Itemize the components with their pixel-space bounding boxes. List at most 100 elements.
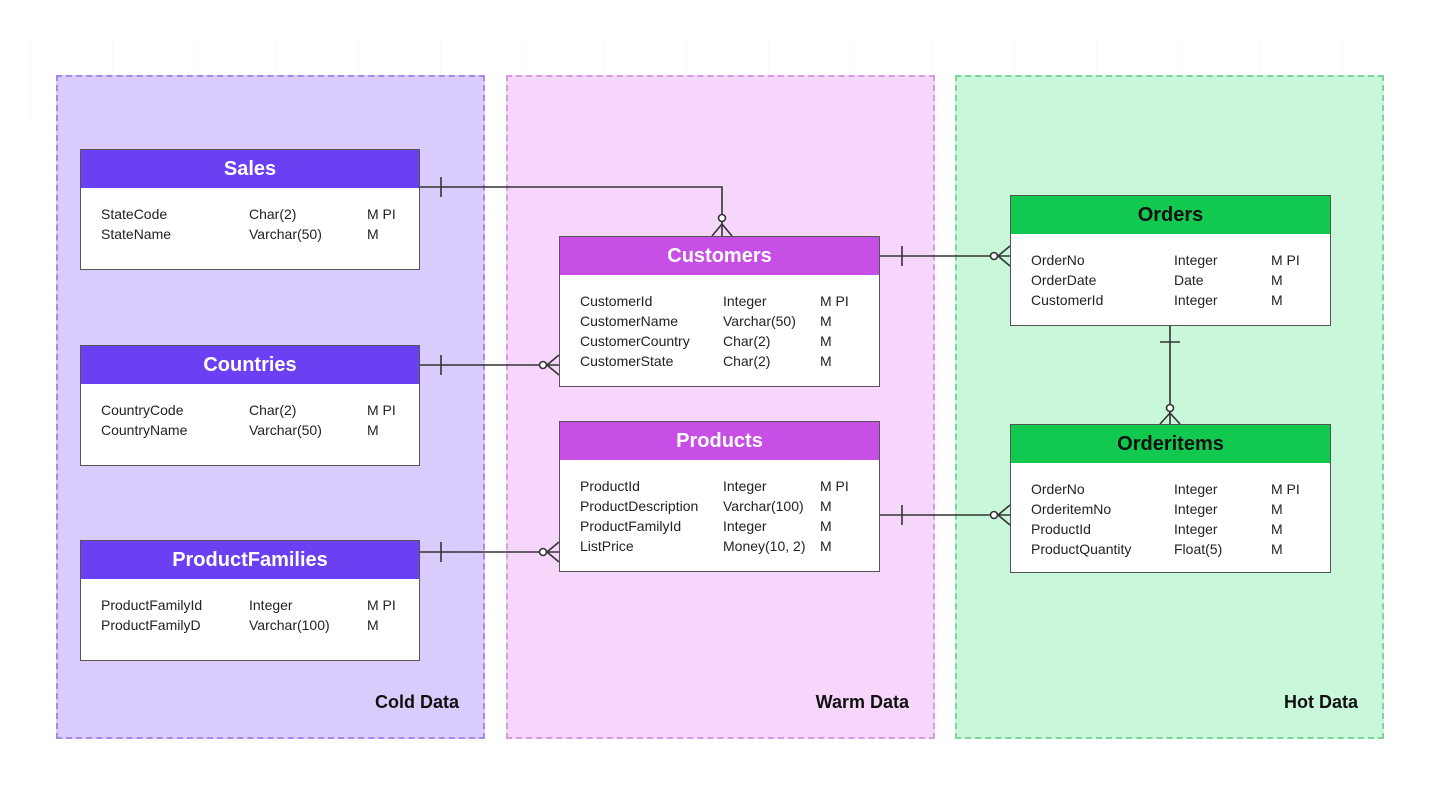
attribute-name: ProductFamilyId (101, 597, 203, 613)
attribute-name: StateName (101, 226, 172, 242)
crowfoot-customers-left-top (546, 354, 560, 366)
entity-productfamilies[interactable]: ProductFamilies ProductFamilyId Integer M … (80, 540, 420, 661)
crowfoot-orderitems-left-bottom (997, 514, 1011, 526)
attribute-type: Varchar(100) (723, 498, 804, 514)
attribute-flags: M PI (367, 597, 396, 613)
attribute-row: ListPrice Money(10, 2) M (580, 538, 879, 558)
attribute-flags: M PI (1271, 481, 1300, 497)
attribute-name: ProductId (580, 478, 640, 494)
zero-circle-customers-left (538, 360, 548, 370)
attribute-type: Float(5) (1174, 541, 1223, 557)
attribute-row: ProductFamilyId Integer M PI (101, 597, 419, 617)
attribute-name: ProductDescription (580, 498, 699, 514)
attribute-name: CountryName (101, 422, 188, 438)
entity-title: Orders (1011, 196, 1330, 234)
attribute-row: OrderitemNo Integer M (1031, 501, 1330, 521)
entity-title: Countries (81, 346, 419, 384)
attribute-name: OrderitemNo (1031, 501, 1112, 517)
attribute-flags: M (367, 422, 379, 438)
attribute-name: CustomerId (580, 293, 653, 309)
attribute-row: CountryName Varchar(50) M (101, 422, 419, 442)
attribute-name: CustomerState (580, 353, 674, 369)
crowfoot-orderitems-left-top (997, 504, 1011, 516)
attribute-row: ProductQuantity Float(5) M (1031, 541, 1330, 561)
crowfoot-customers-left-bottom (546, 364, 560, 376)
attribute-type: Char(2) (249, 402, 297, 418)
attribute-name: ProductFamilyD (101, 617, 201, 633)
attribute-type: Char(2) (249, 206, 297, 222)
attribute-type: Integer (723, 478, 767, 494)
attribute-flags: M (820, 498, 832, 514)
attribute-type: Integer (1174, 501, 1218, 517)
attribute-flags: M (820, 353, 832, 369)
crowfoot-products-left-bottom (546, 551, 560, 563)
attribute-flags: M (820, 333, 832, 349)
crowfoot-orders-left-top (997, 245, 1011, 257)
attribute-type: Varchar(50) (723, 313, 796, 329)
attribute-flags: M (367, 617, 379, 633)
attribute-name: OrderNo (1031, 481, 1085, 497)
attribute-row: ProductId Integer M (1031, 521, 1330, 541)
crowfoot-orderitems-top-left (1159, 412, 1171, 425)
attribute-row: ProductId Integer M PI (580, 478, 879, 498)
attribute-flags: M (367, 226, 379, 242)
attribute-type: Integer (723, 293, 767, 309)
crowfoot-orders-left-bottom (997, 255, 1011, 267)
attribute-flags: M (1271, 501, 1283, 517)
entity-title: ProductFamilies (81, 541, 419, 579)
entity-title: Sales (81, 150, 419, 188)
entity-title: Products (560, 422, 879, 460)
zero-circle-orderitems-top (1165, 403, 1175, 413)
zero-circle-customers-top (717, 213, 727, 223)
attribute-flags: M (1271, 292, 1283, 308)
attribute-type: Integer (1174, 481, 1218, 497)
attribute-flags: M PI (367, 402, 396, 418)
attribute-name: ProductQuantity (1031, 541, 1132, 557)
attribute-flags: M (820, 538, 832, 554)
attribute-flags: M (820, 313, 832, 329)
warm-data-label: Warm Data (815, 692, 909, 712)
attribute-flags: M PI (820, 478, 849, 494)
attribute-row: ProductDescription Varchar(100) M (580, 498, 879, 518)
hot-data-label: Hot Data (1283, 692, 1358, 712)
attribute-type: Varchar(50) (249, 422, 322, 438)
attribute-flags: M (1271, 521, 1283, 537)
attribute-type: Varchar(100) (249, 617, 330, 633)
crowfoot-customers-top-right (721, 223, 733, 237)
crowfoot-products-left-top (546, 541, 560, 553)
crowfoot-customers-top-left (711, 223, 723, 237)
zero-circle-products-left (538, 547, 548, 557)
attribute-flags: M PI (1271, 252, 1300, 268)
attribute-flags: M (1271, 272, 1283, 288)
attribute-type: Integer (723, 518, 767, 534)
attribute-name: CustomerId (1031, 292, 1104, 308)
entity-title: Customers (560, 237, 879, 275)
attribute-row: ProductFamilyD Varchar(100) M (101, 617, 419, 637)
attribute-name: StateCode (101, 206, 168, 222)
attribute-flags: M (1271, 541, 1283, 557)
attribute-type: Integer (1174, 521, 1218, 537)
attribute-name: ListPrice (580, 538, 634, 554)
attribute-type: Varchar(50) (249, 226, 322, 242)
attribute-type: Integer (249, 597, 293, 613)
entity-title: Orderitems (1011, 425, 1330, 463)
attribute-type: Char(2) (723, 353, 771, 369)
attribute-type: Integer (1174, 252, 1218, 268)
attribute-type: Money(10, 2) (723, 538, 806, 554)
attribute-name: ProductId (1031, 521, 1091, 537)
